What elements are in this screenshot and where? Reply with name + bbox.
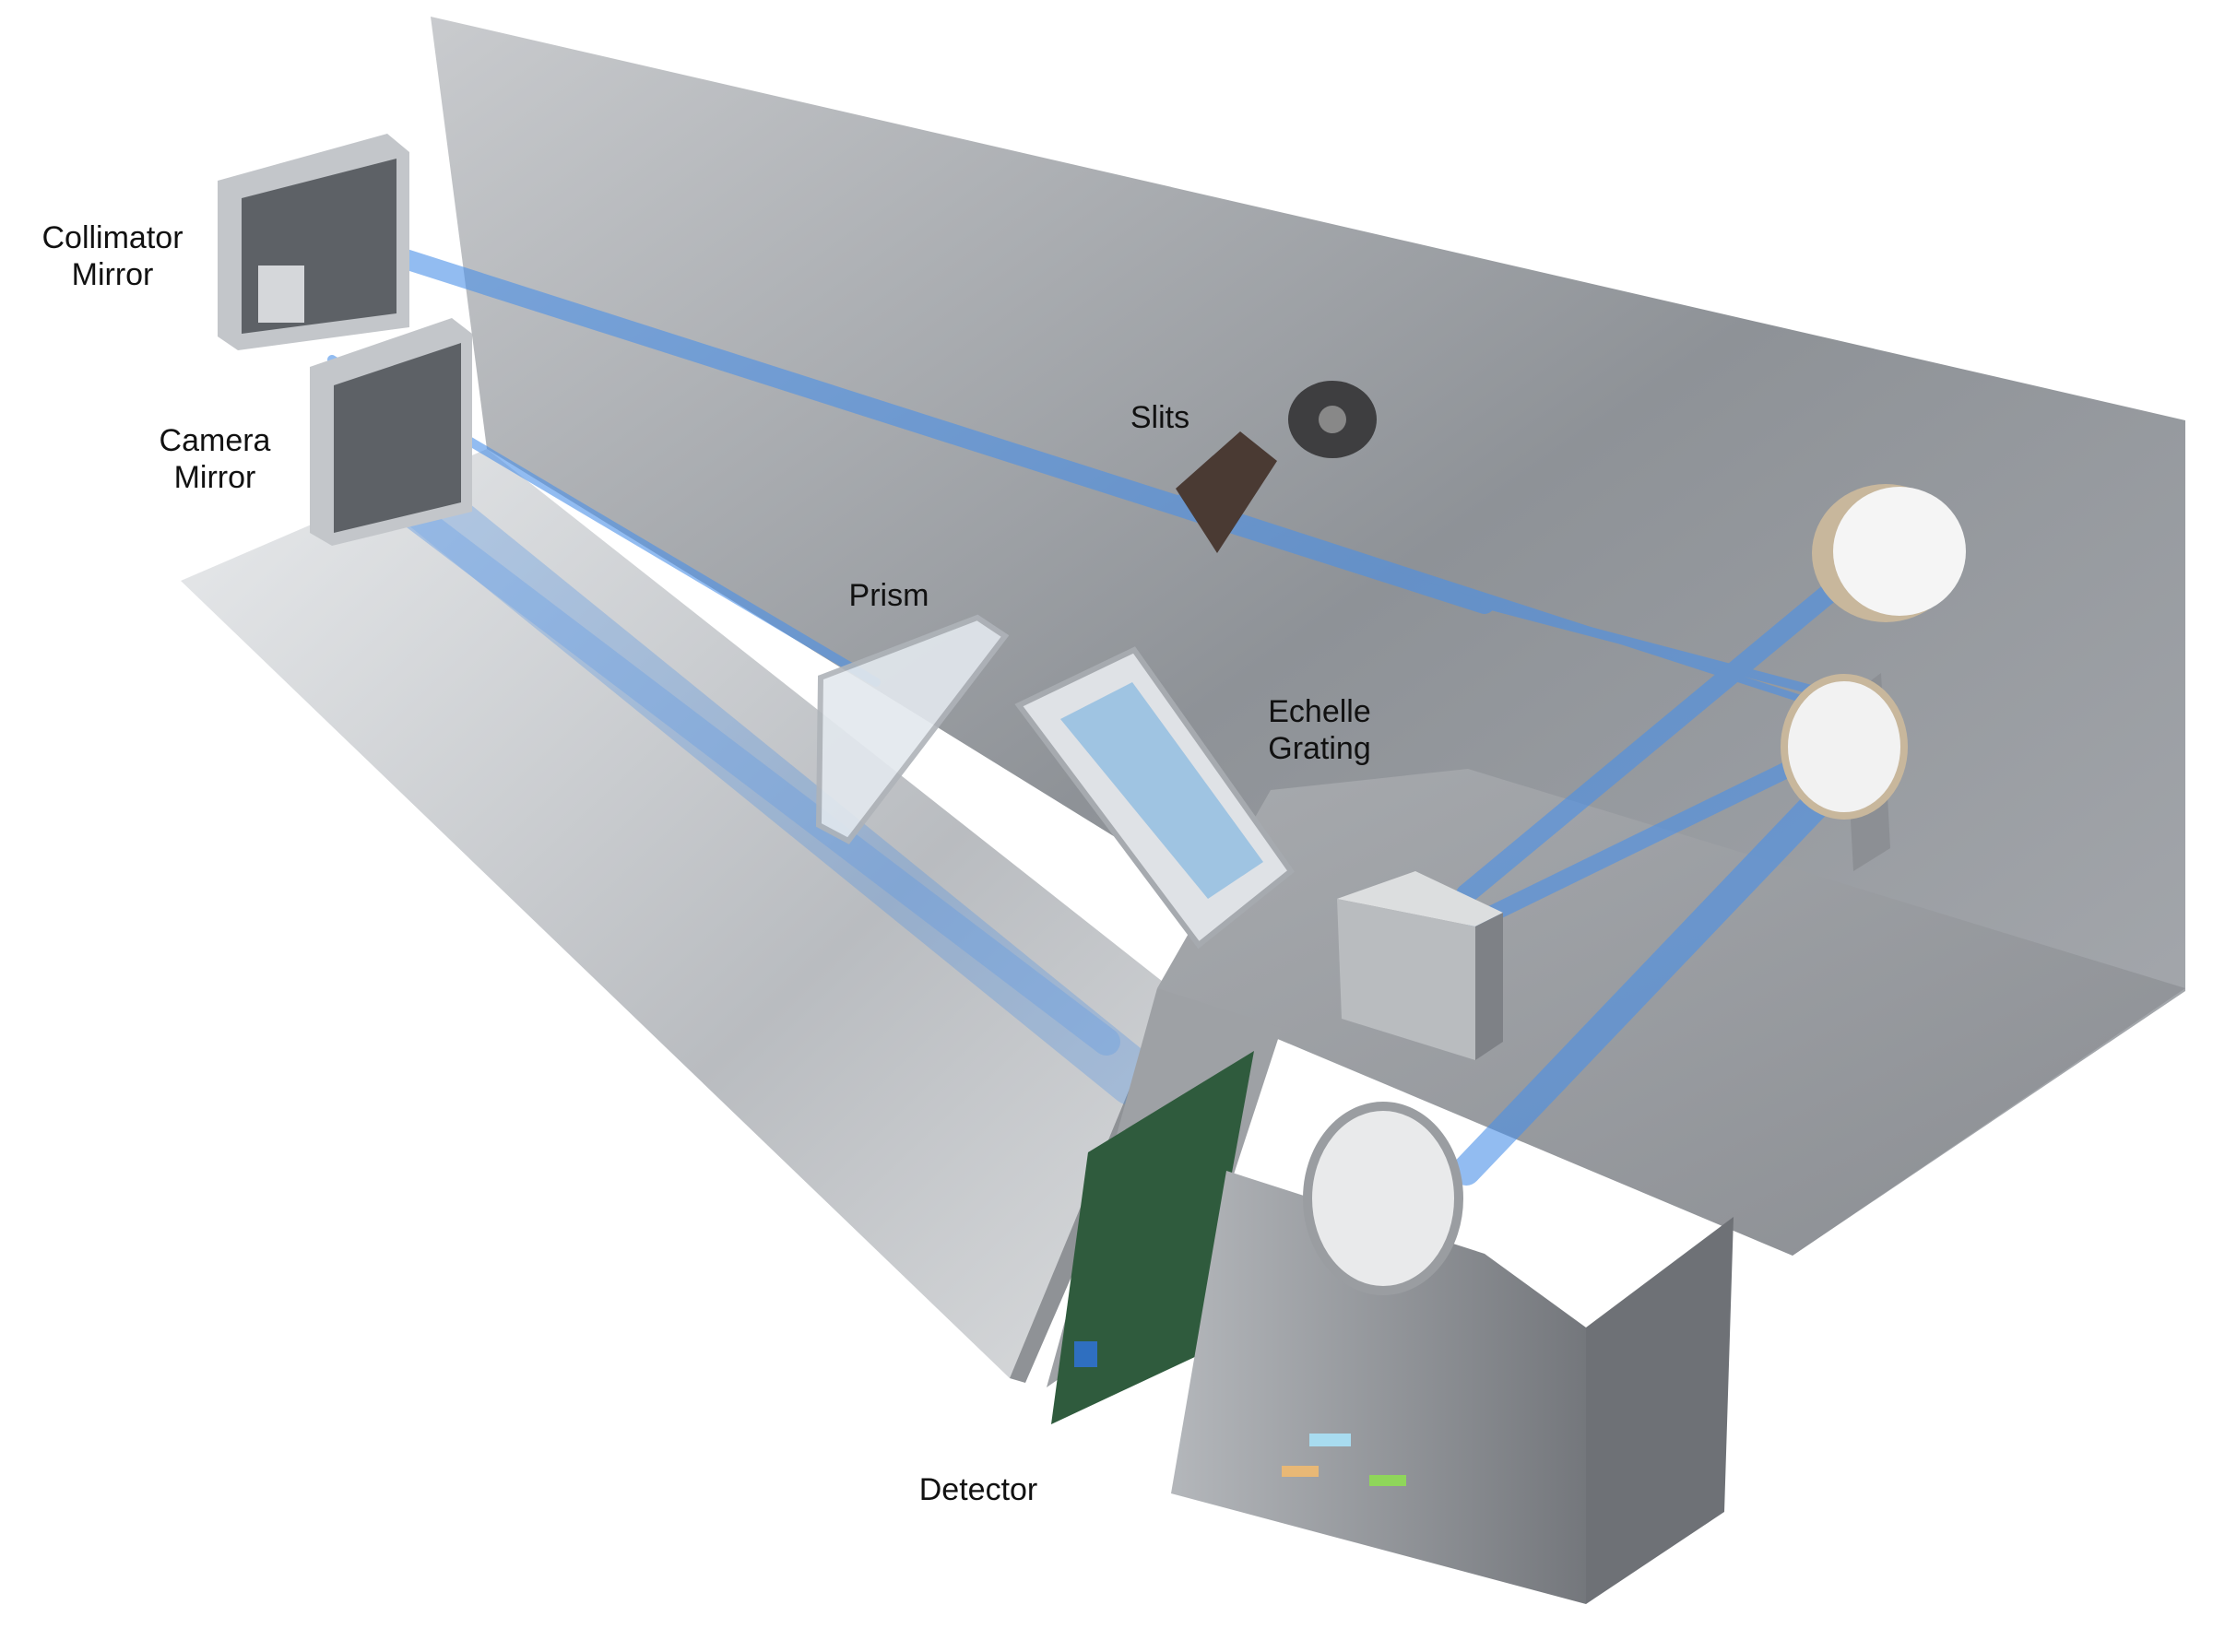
fold-mirror-block <box>1337 871 1503 1060</box>
detector-window <box>1303 1102 1463 1295</box>
label-slits: Slits <box>1130 400 1190 435</box>
label-prism: Prism <box>848 578 929 613</box>
prism <box>815 614 1010 844</box>
echelle-grating <box>1014 646 1296 950</box>
label-echelle-grating: Echelle Grating <box>1268 694 1371 766</box>
slits <box>1176 381 1377 553</box>
label-collimator-mirror: Collimator Mirror <box>41 220 183 292</box>
collimator-mirror <box>218 134 409 350</box>
label-detector: Detector <box>918 1472 1038 1507</box>
left-platform <box>181 449 1171 1378</box>
camera-mirror <box>310 318 472 546</box>
label-camera-mirror: Camera Mirror <box>159 423 271 495</box>
detector <box>1047 988 1734 1604</box>
right-wall-mirrors <box>1781 484 1966 871</box>
